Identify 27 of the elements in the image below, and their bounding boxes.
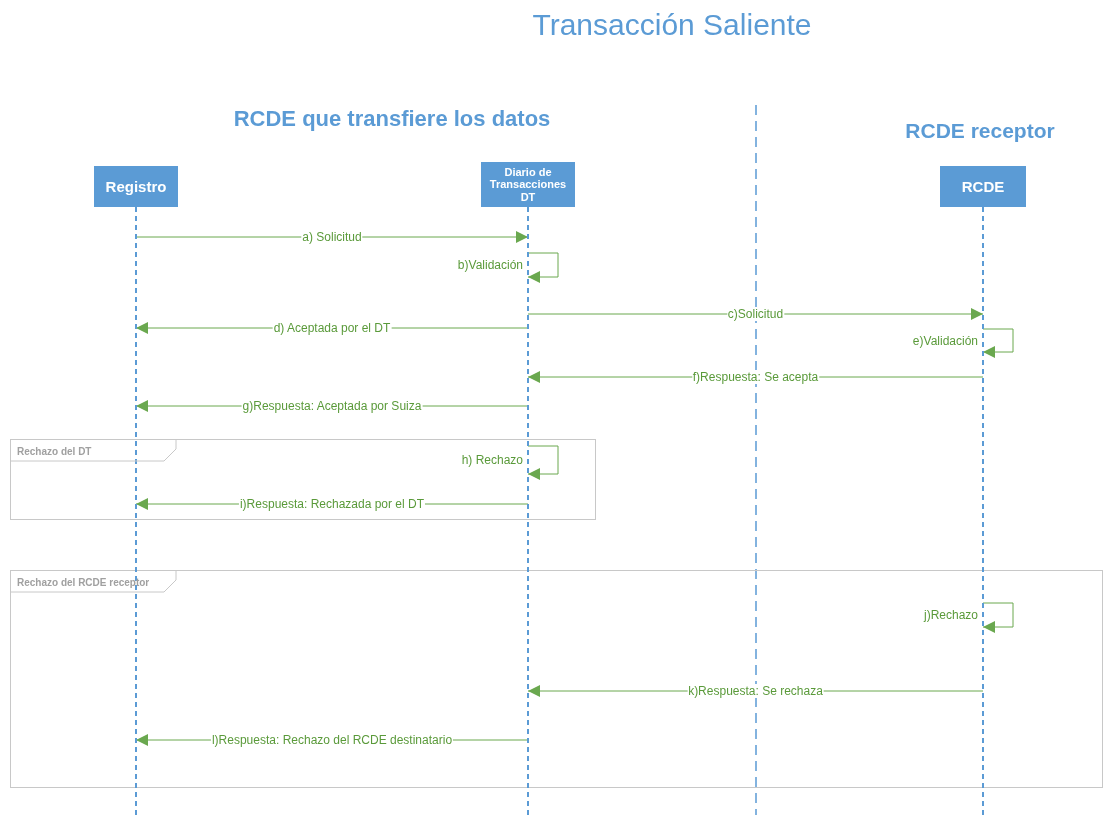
fragment-tab bbox=[10, 439, 177, 462]
fragment-label: Rechazo del DT bbox=[17, 446, 92, 457]
participant-name: Diario de Transacciones DT bbox=[488, 165, 568, 204]
message-label: e)Validación bbox=[911, 333, 979, 348]
message-label: d) Aceptada por el DT bbox=[272, 321, 392, 335]
section-heading: RCDE que transfiere los datos bbox=[233, 106, 551, 132]
diagram-title: Transacción Saliente bbox=[532, 8, 812, 42]
self-message-arrow bbox=[527, 252, 559, 283]
message-label: a) Solicitud bbox=[301, 230, 363, 244]
message-arrow bbox=[527, 308, 984, 320]
message-label: k)Respuesta: Se rechaza bbox=[687, 684, 824, 698]
message-label: f)Respuesta: Se acepta bbox=[691, 370, 820, 384]
fragment-tab bbox=[10, 570, 177, 593]
participant-name: Registro bbox=[105, 177, 167, 196]
message-label: b)Validación bbox=[456, 258, 524, 272]
message-label: h) Rechazo bbox=[460, 453, 524, 467]
message-label: g)Respuesta: Aceptada por Suiza bbox=[241, 399, 423, 413]
message-label: i)Respuesta: Rechazada por el DT bbox=[238, 497, 426, 511]
self-message-arrow bbox=[527, 445, 559, 480]
section-heading: RCDE receptor bbox=[905, 119, 1055, 143]
message-label: j)Rechazo bbox=[922, 608, 979, 622]
fragment-label: Rechazo del RCDE receptor bbox=[17, 577, 150, 588]
self-message-arrow bbox=[982, 602, 1014, 633]
message-label: l)Respuesta: Rechazo del RCDE destinatario bbox=[210, 733, 454, 747]
message-label: c)Solicitud bbox=[726, 307, 785, 321]
self-message-arrow bbox=[982, 328, 1014, 358]
participant-name: RCDE bbox=[961, 177, 1005, 196]
